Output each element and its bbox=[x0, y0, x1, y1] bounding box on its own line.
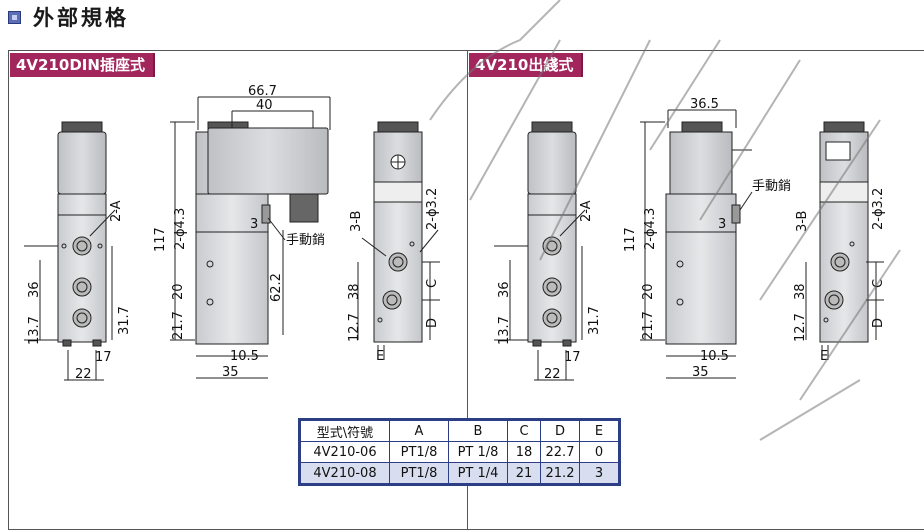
l-dim-c: C bbox=[425, 279, 440, 288]
table-cell: 4V210-08 bbox=[299, 462, 390, 485]
r-dim-2-phi-4-3: 2-ϕ4.3 bbox=[643, 208, 658, 250]
l-dim-d: D bbox=[425, 318, 440, 328]
r-dim-22: 22 bbox=[544, 367, 561, 382]
table-row: 4V210-06 PT1/8 PT 1/8 18 22.7 0 bbox=[299, 441, 620, 463]
table-header-cell: B bbox=[448, 419, 508, 442]
table-cell: 18 bbox=[507, 441, 541, 463]
table-header-cell: E bbox=[579, 419, 620, 442]
table-cell: PT 1/4 bbox=[448, 462, 508, 485]
page-header: 外部規格 bbox=[8, 3, 129, 31]
r-dim-21-7: 21.7 bbox=[641, 311, 656, 340]
l-dim-31-7: 31.7 bbox=[117, 306, 132, 335]
table-cell: 3 bbox=[579, 462, 620, 485]
left-front-view bbox=[24, 121, 116, 381]
table-cell: 21.2 bbox=[540, 462, 580, 485]
l-dim-62-2: 62.2 bbox=[269, 273, 284, 302]
r-dim-38: 38 bbox=[793, 283, 808, 300]
right-end-view bbox=[805, 121, 884, 360]
l-dim-17: 17 bbox=[95, 350, 112, 365]
r-dim-117: 117 bbox=[623, 227, 638, 252]
r-dim-e: E bbox=[820, 349, 828, 364]
l-dim-21-7: 21.7 bbox=[171, 311, 186, 340]
r-dim-3: 3 bbox=[718, 217, 726, 232]
l-dim-35: 35 bbox=[222, 365, 239, 380]
square-bullet-icon bbox=[8, 10, 21, 24]
r-dim-2-phi-3-2: 2-ϕ3.2 bbox=[871, 188, 886, 230]
table-header-cell: 型式\符號 bbox=[299, 419, 390, 442]
table-cell: 21 bbox=[507, 462, 541, 485]
l-dim-13-7: 13.7 bbox=[27, 316, 42, 345]
table-row: 4V210-08 PT1/8 PT 1/4 21 21.2 3 bbox=[299, 462, 620, 485]
table-cell: PT 1/8 bbox=[448, 441, 508, 463]
right-panel-title: 4V210出綫式 bbox=[469, 53, 584, 77]
right-front-view bbox=[494, 121, 586, 381]
r-dim-17: 17 bbox=[564, 350, 581, 365]
l-dim-66-7: 66.7 bbox=[248, 84, 277, 99]
l-manual-pin-label: 手動銷 bbox=[286, 232, 325, 248]
left-end-view bbox=[357, 121, 440, 360]
l-dim-36: 36 bbox=[27, 281, 42, 298]
table-header-cell: A bbox=[389, 419, 449, 442]
r-dim-3b: 3-B bbox=[795, 211, 810, 232]
l-dim-117: 117 bbox=[153, 227, 168, 252]
table-cell: 4V210-06 bbox=[299, 441, 390, 463]
r-dim-36-5: 36.5 bbox=[690, 97, 719, 112]
table-cell: 22.7 bbox=[540, 441, 580, 463]
r-dim-2a: 2-A bbox=[579, 200, 594, 222]
spec-table: 型式\符號 A B C D E 4V210-06 PT1/8 PT 1/8 18… bbox=[298, 418, 621, 486]
table-header-cell: D bbox=[540, 419, 580, 442]
table-cell: PT1/8 bbox=[389, 441, 449, 463]
r-dim-35: 35 bbox=[692, 365, 709, 380]
page-title: 外部規格 bbox=[33, 6, 129, 30]
l-dim-10-5: 10.5 bbox=[230, 349, 259, 364]
left-panel-title: 4V210DIN插座式 bbox=[10, 53, 155, 77]
r-dim-13-7: 13.7 bbox=[497, 316, 512, 345]
l-dim-20: 20 bbox=[171, 283, 186, 300]
r-manual-pin-label: 手動銷 bbox=[752, 178, 791, 194]
table-header-cell: C bbox=[507, 419, 541, 442]
l-dim-e: E bbox=[376, 349, 384, 364]
watermark bbox=[429, 0, 901, 441]
r-dim-31-7: 31.7 bbox=[587, 306, 602, 335]
table-header-row: 型式\符號 A B C D E bbox=[299, 419, 620, 442]
l-dim-12-7: 12.7 bbox=[347, 313, 362, 342]
l-dim-2a: 2-A bbox=[109, 200, 124, 222]
l-dim-22: 22 bbox=[75, 367, 92, 382]
r-dim-10-5: 10.5 bbox=[700, 349, 729, 364]
r-dim-d: D bbox=[871, 318, 886, 328]
table-cell: PT1/8 bbox=[389, 462, 449, 485]
l-dim-3: 3 bbox=[250, 217, 258, 232]
l-dim-40: 40 bbox=[256, 98, 273, 113]
l-dim-38: 38 bbox=[347, 283, 362, 300]
l-dim-3b: 3-B bbox=[349, 211, 364, 232]
r-dim-36: 36 bbox=[497, 281, 512, 298]
l-dim-2-phi-4-3: 2-ϕ4.3 bbox=[173, 208, 188, 250]
l-dim-2-phi-3-2: 2-ϕ3.2 bbox=[425, 188, 440, 230]
r-dim-20: 20 bbox=[641, 283, 656, 300]
r-dim-12-7: 12.7 bbox=[793, 313, 808, 342]
table-cell: 0 bbox=[579, 441, 620, 463]
left-side-view bbox=[170, 96, 331, 379]
